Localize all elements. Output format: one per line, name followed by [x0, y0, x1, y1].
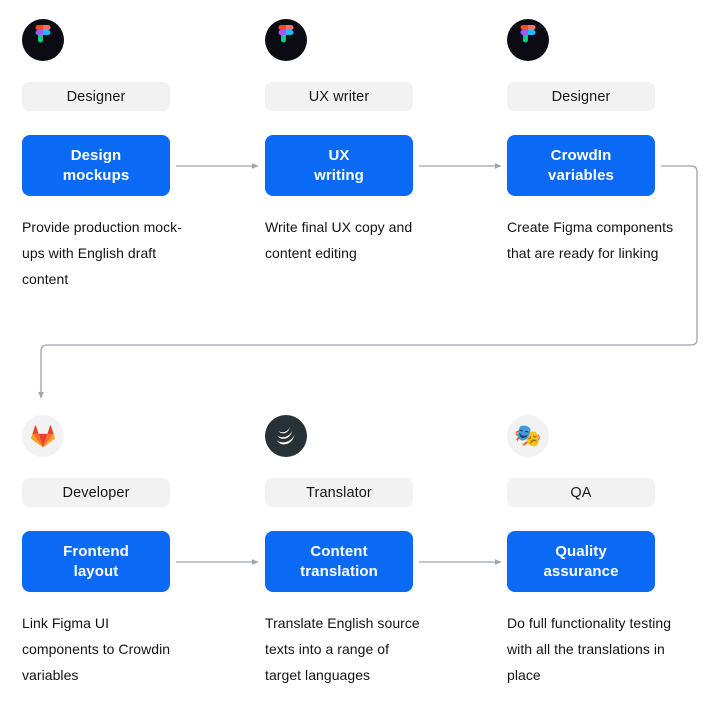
role-text: UX writer — [308, 88, 370, 105]
role-label-ux-writer: UX writer — [265, 82, 413, 111]
step-description: Create Figma components that are ready f… — [507, 219, 674, 261]
theater-masks-glyph: 🎭 — [514, 423, 542, 448]
role-label-translator: Translator — [265, 478, 413, 507]
gitlab-icon — [22, 415, 64, 457]
figma-icon — [507, 19, 549, 61]
role-label-developer: Developer — [22, 478, 170, 507]
role-label-designer: Designer — [507, 82, 655, 111]
role-label-designer: Designer — [22, 82, 170, 111]
role-text: Developer — [62, 484, 130, 501]
crowdin-icon — [265, 415, 307, 457]
step-description: Write final UX copy and content editing — [265, 219, 413, 261]
step-description: Translate English source texts into a ra… — [265, 615, 420, 683]
role-text: Designer — [66, 88, 126, 105]
step-description: Link Figma UI components to Crowdin vari… — [22, 615, 171, 683]
role-label-qa: QA — [507, 478, 655, 507]
figma-icon — [22, 19, 64, 61]
role-text: Translator — [306, 484, 372, 501]
theater-masks-icon: 🎭 — [507, 415, 549, 457]
step-description: Do full functionality testing with all t… — [507, 615, 672, 683]
role-text: Designer — [551, 88, 611, 105]
step-description: Provide production mock-ups with English… — [22, 219, 182, 287]
role-text: QA — [570, 484, 592, 501]
figma-icon — [265, 19, 307, 61]
